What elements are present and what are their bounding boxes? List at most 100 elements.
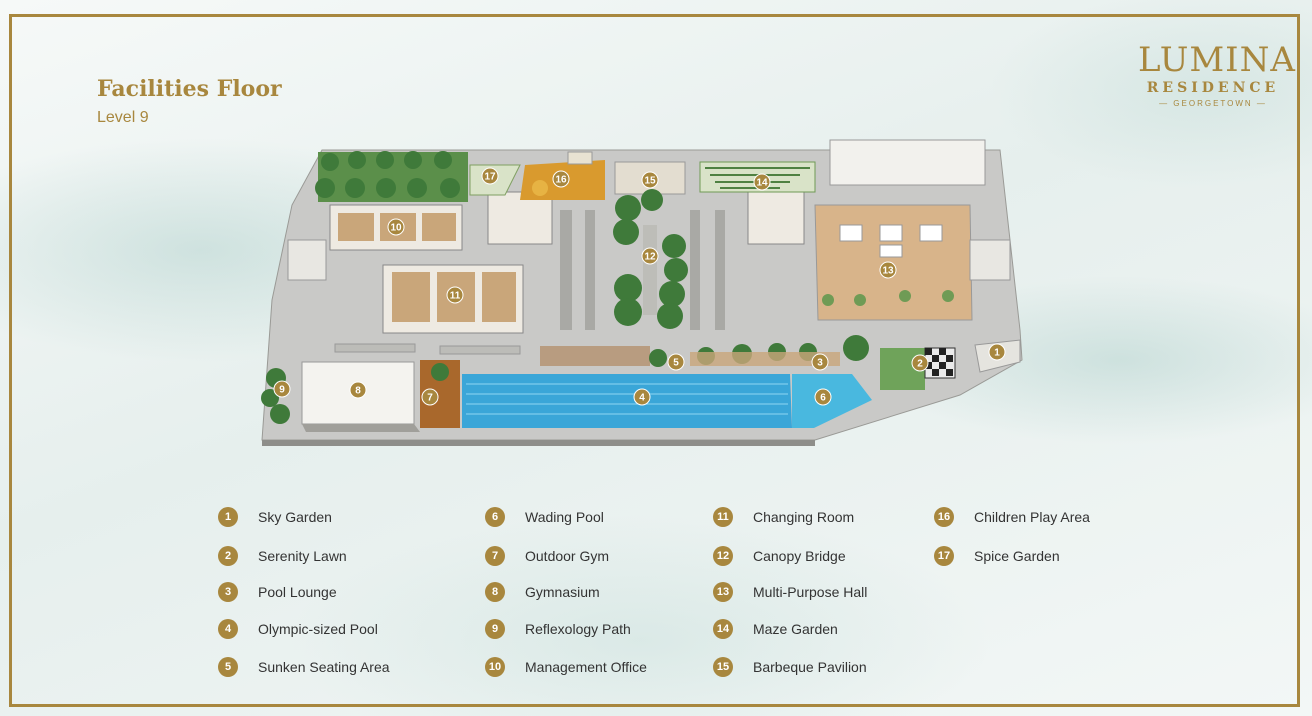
legend-number-badge: 8 <box>485 582 505 602</box>
hall-roof-block <box>829 139 986 186</box>
legend-number-badge: 4 <box>218 619 238 639</box>
legend-number-badge: 12 <box>713 546 733 566</box>
gold-frame <box>9 14 1300 707</box>
legend-item: 2 Serenity Lawn <box>218 546 347 566</box>
map-marker-badge <box>552 170 570 188</box>
map-marker-number: 8 <box>355 386 361 397</box>
legend-label: Spice Garden <box>974 548 1060 564</box>
legend-label: Olympic-sized Pool <box>258 621 378 637</box>
map-marker-badge <box>814 388 832 406</box>
legend-label: Barbeque Pavilion <box>753 659 867 675</box>
pavilion-left <box>487 191 553 245</box>
legend-item: 15 Barbeque Pavilion <box>713 657 867 677</box>
side-block-right <box>969 239 1011 281</box>
legend-label: Gymnasium <box>525 584 600 600</box>
office-room <box>422 213 456 241</box>
map-marker-number: 15 <box>644 176 656 187</box>
page-subtitle: Level 9 <box>97 109 149 126</box>
outdoor-gym-tree <box>431 363 449 381</box>
legend-item: 1 Sky Garden <box>218 507 332 527</box>
changing-cubicle <box>482 272 516 322</box>
legend-number-badge: 13 <box>713 582 733 602</box>
map-marker-badge <box>641 247 659 265</box>
map-marker-number: 16 <box>555 175 567 186</box>
wading-pool <box>792 374 872 428</box>
map-marker-number: 2 <box>917 359 923 370</box>
map-marker-badge <box>753 173 771 191</box>
legend-number-badge: 7 <box>485 546 505 566</box>
legend-label: Pool Lounge <box>258 584 337 600</box>
logo-sub-text: RESIDENCE <box>1146 80 1280 96</box>
legend-label: Outdoor Gym <box>525 548 610 564</box>
legend-label: Sky Garden <box>258 509 332 525</box>
legend-item: 8 Gymnasium <box>485 582 600 602</box>
legend-number-badge: 16 <box>934 507 954 527</box>
olympic-pool <box>462 374 792 428</box>
tree-row <box>315 151 460 198</box>
brand-logo: LUMINA RESIDENCE — GEORGETOWN — <box>1138 42 1295 108</box>
gym-shadow <box>302 424 420 432</box>
map-marker-number: 4 <box>639 393 645 404</box>
map-marker-number: 14 <box>756 178 768 189</box>
legend-item: 9 Reflexology Path <box>485 619 631 639</box>
legend-number-badge: 11 <box>713 507 733 527</box>
map-marker-badge <box>421 388 439 406</box>
map-marker-badge <box>879 261 897 279</box>
map-marker-number: 12 <box>644 252 656 263</box>
legend-label: Canopy Bridge <box>753 548 846 564</box>
legend-label: Children Play Area <box>974 509 1090 525</box>
multi-purpose-hall-floor <box>814 204 973 321</box>
map-marker-number: 5 <box>673 358 679 369</box>
map-marker-badge <box>446 286 464 304</box>
map-marker-number: 1 <box>994 348 1000 359</box>
legend-number-badge: 2 <box>218 546 238 566</box>
map-marker-badge <box>811 353 829 371</box>
map-marker-badge <box>633 388 651 406</box>
map-marker-number: 10 <box>390 223 402 234</box>
map-marker-number: 13 <box>882 266 894 277</box>
legend-item: 12 Canopy Bridge <box>713 546 846 566</box>
legend-item: 3 Pool Lounge <box>218 582 337 602</box>
map-marker-number: 9 <box>279 385 285 396</box>
legend-item: 16 Children Play Area <box>934 507 1090 527</box>
map-marker-badge <box>481 167 499 185</box>
pool-lounge-deck <box>690 352 840 366</box>
maze-hedges <box>705 167 810 189</box>
changing-cubicle <box>392 272 430 322</box>
map-marker-badge <box>387 218 405 236</box>
legend-number-badge: 17 <box>934 546 954 566</box>
legend-number-badge: 6 <box>485 507 505 527</box>
legend-number-badge: 9 <box>485 619 505 639</box>
legend-label: Reflexology Path <box>525 621 631 637</box>
map-marker-number: 6 <box>820 393 826 404</box>
map-marker-badge <box>667 353 685 371</box>
map-marker-badge <box>349 381 367 399</box>
checker-squares <box>925 348 953 376</box>
deck-openings <box>560 210 725 330</box>
legend-number-badge: 1 <box>218 507 238 527</box>
legend-number-badge: 15 <box>713 657 733 677</box>
canopy-bridge-deck <box>643 225 657 315</box>
pool-lanes <box>466 383 788 415</box>
deck-edge <box>262 440 815 446</box>
legend-number-badge: 3 <box>218 582 238 602</box>
pavilion-right <box>747 191 805 245</box>
legend-item: 7 Outdoor Gym <box>485 546 609 566</box>
legend-number-badge: 5 <box>218 657 238 677</box>
legend-number-badge: 14 <box>713 619 733 639</box>
legend-label: Serenity Lawn <box>258 548 347 564</box>
canopy-trees <box>613 189 688 329</box>
legend-label: Management Office <box>525 659 647 675</box>
sunken-seating-pit <box>540 346 650 366</box>
map-marker-number: 11 <box>450 291 461 302</box>
map-marker-number: 7 <box>427 393 433 404</box>
office-room <box>338 213 374 241</box>
